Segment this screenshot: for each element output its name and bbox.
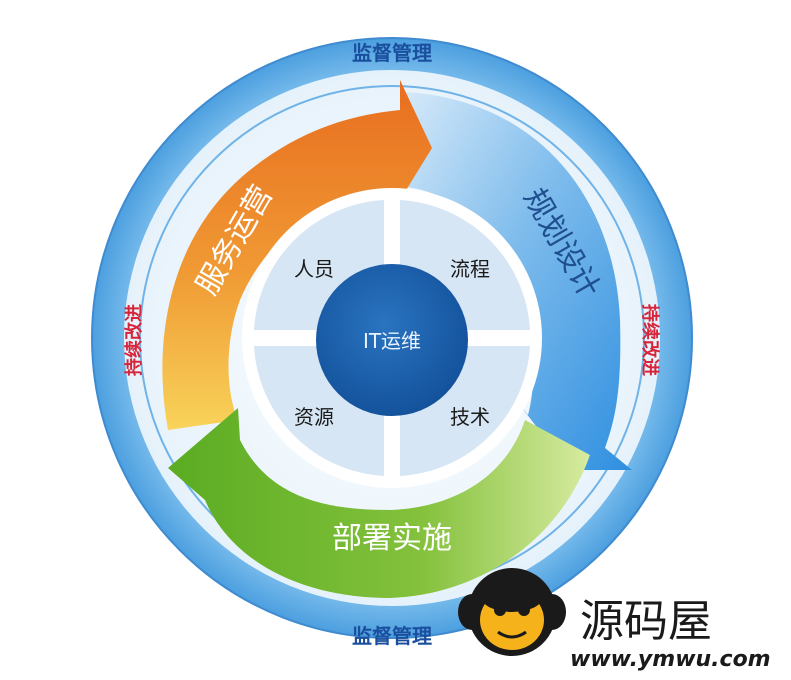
quadrant-label-bottom-right: 技术	[450, 405, 490, 429]
outer-ring-left-label: 持续改进	[123, 304, 145, 376]
watermark-url: www.ymwu.com	[570, 647, 771, 672]
green-arrow	[168, 408, 590, 598]
monkey-logo-icon	[458, 568, 566, 656]
center-label: IT运维	[363, 329, 421, 353]
outer-ring-right-label: 持续改进	[639, 304, 661, 376]
quadrant-label-bottom-left: 资源	[294, 405, 334, 429]
quadrant-label-top-left: 人员	[294, 257, 334, 281]
center-circle	[316, 264, 468, 416]
orange-arrow	[162, 80, 432, 430]
quadrant-label-top-right: 流程	[450, 257, 490, 281]
green-arrow-label: 部署实施	[332, 521, 452, 556]
outer-ring-top-label: 监督管理	[352, 41, 432, 65]
watermark-brand: 源码屋	[580, 596, 712, 647]
outer-ring-bottom-label: 监督管理	[352, 624, 432, 648]
